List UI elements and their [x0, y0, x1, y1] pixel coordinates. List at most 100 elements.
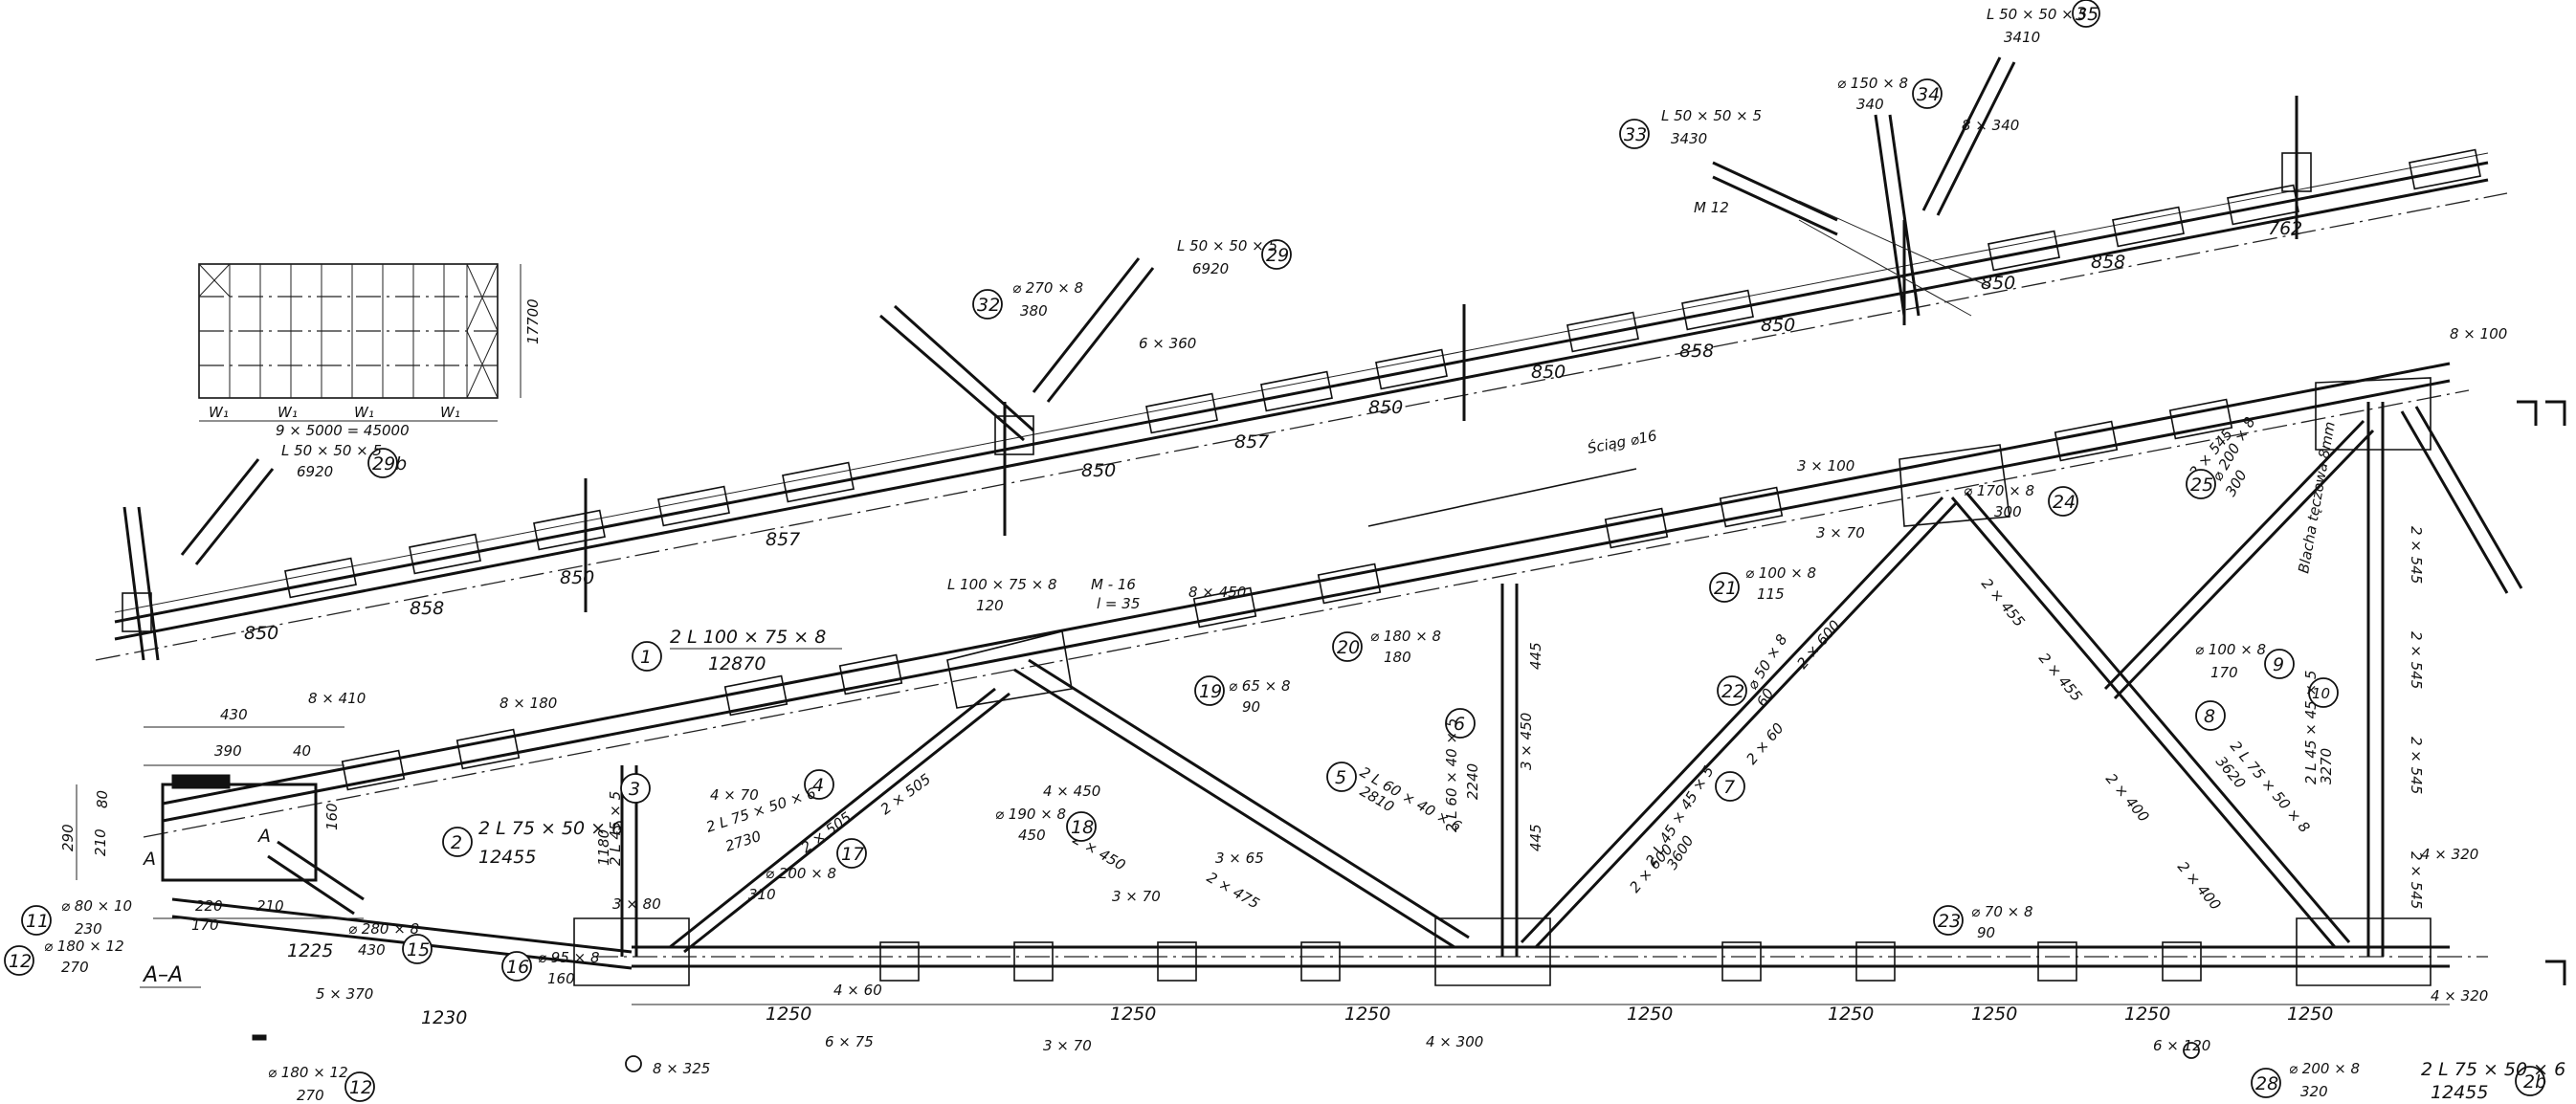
- dim-upper: 850: [1081, 460, 1116, 481]
- part-profile: ⌀ 180 × 8: [1370, 628, 1441, 645]
- upper-chord-view: [95, 56, 2508, 661]
- part-length: 170: [2210, 664, 2238, 681]
- part-profile: L 50 × 50 × 5: [1177, 237, 1277, 254]
- part-profile: ⌀ 200 × 8: [766, 865, 836, 882]
- weld-note: 8 × 410: [308, 690, 366, 707]
- weld-note: 5 × 370: [316, 985, 373, 1003]
- support-dim: 160: [323, 803, 341, 830]
- part-number: 6: [1454, 714, 1465, 735]
- part-number: 32: [977, 295, 1000, 316]
- part-number: 17: [841, 844, 864, 865]
- part-length: 6920: [1192, 260, 1229, 277]
- dim-upper: 850: [1531, 362, 1566, 383]
- part-length: 430: [358, 941, 386, 959]
- weld-note: 4 × 450: [1043, 783, 1100, 800]
- weld-note: 3 × 65: [1215, 850, 1264, 867]
- part-number: 35: [2076, 4, 2099, 25]
- weld-notes: 8 × 410 8 × 180 8 × 450 5 × 370 6 × 75 8…: [308, 117, 2507, 1077]
- weld-note: 6 × 360: [1139, 335, 1196, 352]
- dim-upper: 850: [244, 623, 278, 644]
- purlin-note: L 100 × 75 × 8: [947, 576, 1057, 593]
- part-length: 380: [1020, 302, 1048, 320]
- weld-note: 4 × 320: [2421, 846, 2478, 863]
- part-number: 10: [2312, 685, 2330, 702]
- dim-diag: 3 × 450: [1518, 713, 1535, 770]
- support-dim: 430: [220, 706, 248, 723]
- dim-bottom: 1250: [1828, 1004, 1874, 1025]
- part-length: 2240: [1464, 763, 1481, 800]
- part-length: 270: [61, 959, 89, 976]
- part-profile: ⌀ 170 × 8: [1964, 482, 2034, 499]
- ridge-note: Blacha tęczowa 8mm: [2295, 420, 2339, 574]
- part-profile: ⌀ 190 × 8: [995, 806, 1066, 823]
- part-profile: ⌀ 280 × 8: [348, 920, 419, 938]
- dim-upper: 857: [1234, 431, 1269, 453]
- part-profile: 2 L 100 × 75 × 8: [670, 627, 826, 648]
- upper-dimensions: 850 858 850 857 850 857 850 850 858 850 …: [244, 218, 2302, 644]
- dim-diag: 2 × 60: [1743, 719, 1787, 767]
- dim-bottom: 1250: [1110, 1004, 1156, 1025]
- dim-diag: 2 × 545: [2408, 737, 2425, 794]
- part-profile: ⌀ 95 × 8: [538, 949, 600, 966]
- dim-upper: 858: [410, 598, 444, 619]
- part-number: 18: [1071, 817, 1094, 838]
- support-dim: 210: [92, 828, 109, 856]
- part-number: 22: [1721, 681, 1744, 702]
- dim-diag: 2 × 545: [2408, 851, 2425, 909]
- part-number: 34: [1917, 84, 1940, 105]
- part-length: 1180: [595, 829, 612, 866]
- part-profile: ⌀ 200 × 8: [2289, 1060, 2360, 1077]
- dim-bottom: 1250: [1344, 1004, 1390, 1025]
- dim-upper: 850: [560, 567, 594, 588]
- part-number: 4: [812, 775, 824, 796]
- plan-brace-label: W₁: [209, 404, 229, 421]
- dim-bottom: 1250: [2287, 1004, 2333, 1025]
- part-profile: ⌀ 80 × 10: [61, 897, 132, 915]
- part-number: 2b: [2523, 1071, 2546, 1093]
- support-dim: 170: [191, 916, 219, 934]
- weld-note: 3 × 70: [1816, 524, 1865, 541]
- part-length: 12455: [478, 847, 536, 868]
- part-length: 115: [1757, 585, 1785, 603]
- weld-note: 3 × 70: [1043, 1037, 1092, 1054]
- weld-note: 4 × 70: [710, 786, 759, 804]
- part-profile: L 50 × 50 × 5: [281, 442, 382, 459]
- section-label: A–A: [142, 963, 183, 987]
- dim-upper: 858: [1679, 341, 1714, 362]
- part-length: 12870: [708, 653, 766, 674]
- part-number: 25: [2190, 475, 2213, 496]
- part-length: 450: [1018, 827, 1046, 844]
- part-number: 1: [640, 647, 652, 668]
- part-profile: 2 L 45 × 5: [607, 791, 624, 866]
- dim-diag: 2 × 475: [1204, 869, 1262, 913]
- plan-span-note: 9 × 5000 = 45000: [276, 422, 410, 439]
- part-length: 12455: [2431, 1082, 2488, 1103]
- support-dim: 210: [256, 897, 284, 915]
- part-length: 3430: [1671, 130, 1707, 147]
- plan-brace-label: W₁: [278, 404, 298, 421]
- weld-note: 8 × 100: [2450, 325, 2507, 342]
- bolt-note: M 12: [1694, 199, 1729, 216]
- plan-brace-label: W₁: [354, 404, 374, 421]
- part-profile: 2 L 75 × 50 × 6: [2421, 1059, 2565, 1080]
- part-length: 320: [2300, 1083, 2328, 1100]
- roof-plan-key: 9 × 5000 = 45000 17700 W₁ W₁ W₁ W₁: [198, 263, 542, 439]
- part-profile: 2 L 45 × 45 × 5: [2302, 671, 2320, 784]
- part-number: 29b: [372, 453, 407, 475]
- part-profile: L 50 × 50 × 5: [1987, 6, 2087, 23]
- part-profile: 2 L 60 × 40 × 5: [1443, 718, 1460, 832]
- part-number: 8: [2204, 706, 2215, 727]
- dim-diag: 2 × 400: [2174, 858, 2225, 914]
- part-number: 9: [2273, 654, 2284, 675]
- support-dim: 290: [59, 824, 77, 851]
- part-number: 19: [1199, 681, 1222, 702]
- part-length: 90: [1977, 924, 1995, 941]
- section-mark: A: [142, 849, 156, 870]
- weld-note: 8 × 340: [1962, 117, 2019, 134]
- part-profile: ⌀ 270 × 8: [1012, 279, 1083, 297]
- part-length: 230: [75, 920, 102, 938]
- dim-diag: 2 × 455: [1978, 575, 2029, 630]
- part-number: 16: [506, 957, 529, 978]
- part-number: 29: [1266, 245, 1289, 266]
